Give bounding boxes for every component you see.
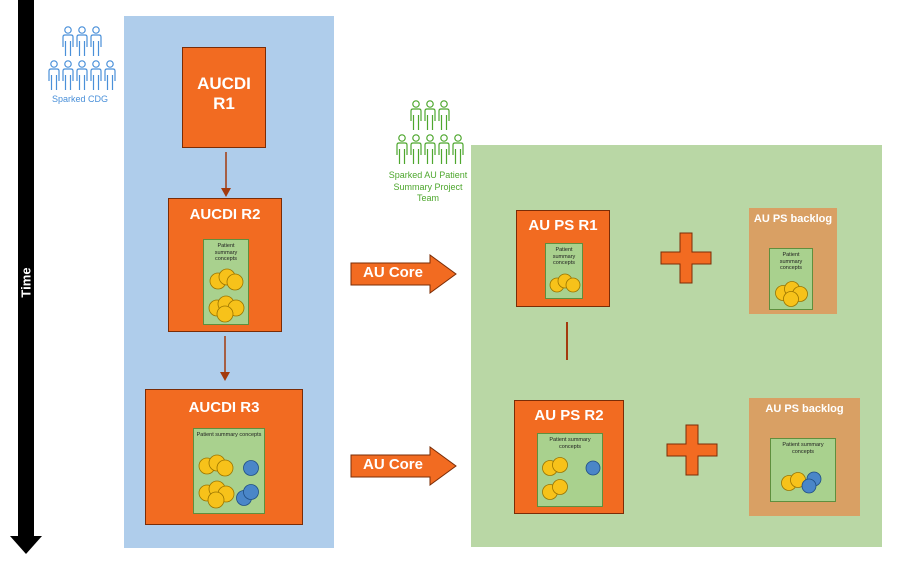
aucdi-r2-concepts-line3: concepts xyxy=(214,256,237,263)
au-ps-backlog-bottom: AU PS backlog Patient summary concepts xyxy=(749,398,860,516)
time-axis-bar xyxy=(18,0,34,538)
people-group-icon xyxy=(396,100,464,164)
person-icon xyxy=(438,100,450,130)
au-ps-r2-box: AU PS R2 Patient summary concepts xyxy=(514,400,624,514)
aucdi-r1-box: AUCDI R1 xyxy=(182,47,266,148)
aucdi-r2-box: AUCDI R2 Patient summary concepts xyxy=(168,198,282,332)
person-icon xyxy=(410,100,422,130)
person-icon xyxy=(76,60,88,90)
au-ps-r1-concepts-line1: Patient xyxy=(555,247,573,253)
concept-circles-icon xyxy=(198,454,259,509)
person-icon xyxy=(424,134,436,164)
aucdi-r3-concepts-box: Patient summary concepts xyxy=(193,428,265,514)
person-icon xyxy=(424,100,436,130)
au-core-arrow-top: AU Core xyxy=(350,254,458,294)
backlog-top-concepts-line1: Patient xyxy=(782,252,800,258)
person-icon xyxy=(90,26,102,56)
ps-team-label-line2: Summary Project xyxy=(393,181,463,192)
au-ps-r1-concepts-box: Patient summary concepts xyxy=(545,243,583,299)
backlog-top-concepts-line3: concepts xyxy=(779,265,802,272)
aucdi-r2-concepts-line2: summary xyxy=(214,249,238,256)
au-ps-r2-concepts-box: Patient summary concepts xyxy=(537,433,603,507)
au-ps-r1-to-r2-connector xyxy=(566,322,568,360)
concept-circles-icon xyxy=(775,281,808,307)
person-icon xyxy=(90,60,102,90)
aucdi-r1-title-line2: R1 xyxy=(213,93,235,113)
person-icon xyxy=(48,60,60,90)
person-icon xyxy=(410,134,422,164)
person-icon xyxy=(62,26,74,56)
aucdi-r2-title: AUCDI R2 xyxy=(189,206,261,223)
au-ps-r2-title: AU PS R2 xyxy=(534,407,604,424)
concept-circles-icon xyxy=(542,457,601,500)
aucdi-r3-title: AUCDI R3 xyxy=(188,399,260,416)
person-icon xyxy=(396,134,408,164)
au-ps-r1-concepts-line2: summary xyxy=(552,253,576,260)
au-ps-r2-concepts-line2: concepts xyxy=(558,443,581,450)
sparked-cdg-team: Sparked CDG xyxy=(44,24,116,110)
aucdi-r2-concepts-box: Patient summary concepts xyxy=(203,239,249,325)
right-arrow-icon xyxy=(350,446,457,486)
au-core-arrow-bottom: AU Core xyxy=(350,446,458,486)
aucdi-r1-title-line1: AUCDI xyxy=(197,74,251,93)
au-ps-r2-concepts-line1: Patient summary xyxy=(549,437,591,443)
time-axis-label: Time xyxy=(18,267,34,298)
aucdi-r3-box: AUCDI R3 Patient summary concepts xyxy=(145,389,303,525)
backlog-bottom-concepts-line1: Patient summary xyxy=(782,442,824,448)
au-ps-r1-concepts-line3: concepts xyxy=(552,260,575,267)
right-arrow-icon xyxy=(350,254,457,294)
aucdi-r2-to-r3-arrow-icon xyxy=(220,336,230,381)
person-icon xyxy=(104,60,116,90)
aucdi-r2-concepts-line1: Patient xyxy=(217,243,235,249)
aucdi-r3-concepts-label: Patient summary concepts xyxy=(196,432,262,438)
au-ps-r1-title: AU PS R1 xyxy=(528,217,598,234)
au-ps-backlog-bottom-concepts-box: Patient summary concepts xyxy=(770,438,836,502)
people-group-icon xyxy=(48,26,116,90)
ps-team-label-line3: Team xyxy=(416,193,439,204)
backlog-bottom-concepts-line2: concepts xyxy=(791,448,814,455)
plus-icon xyxy=(660,232,712,284)
au-ps-backlog-top: AU PS backlog Patient summary concepts xyxy=(749,208,837,314)
au-ps-backlog-top-concepts-box: Patient summary concepts xyxy=(769,248,813,310)
concept-circles-icon xyxy=(781,471,822,494)
ps-team-label-line1: Sparked AU Patient xyxy=(388,170,468,180)
ps-project-team: Sparked AU Patient Summary Project Team xyxy=(380,98,476,208)
plus-icon xyxy=(666,424,718,476)
au-core-label-bottom: AU Core xyxy=(362,456,423,473)
au-ps-r1-box: AU PS R1 Patient summary concepts xyxy=(516,210,610,307)
au-ps-backlog-bottom-title: AU PS backlog xyxy=(765,403,844,415)
backlog-top-concepts-line2: summary xyxy=(779,258,803,265)
au-ps-backlog-top-title: AU PS backlog xyxy=(753,213,833,225)
time-axis-arrowhead-icon xyxy=(10,536,42,554)
person-icon xyxy=(76,26,88,56)
person-icon xyxy=(62,60,74,90)
person-icon xyxy=(452,134,464,164)
sparked-cdg-label: Sparked CDG xyxy=(51,94,109,104)
time-axis: Time xyxy=(10,0,42,558)
concept-circles-icon xyxy=(549,273,581,293)
au-core-label-top: AU Core xyxy=(362,264,423,281)
aucdi-r1-to-r2-arrow-icon xyxy=(221,152,231,197)
person-icon xyxy=(438,134,450,164)
concept-circles-icon xyxy=(208,268,245,323)
